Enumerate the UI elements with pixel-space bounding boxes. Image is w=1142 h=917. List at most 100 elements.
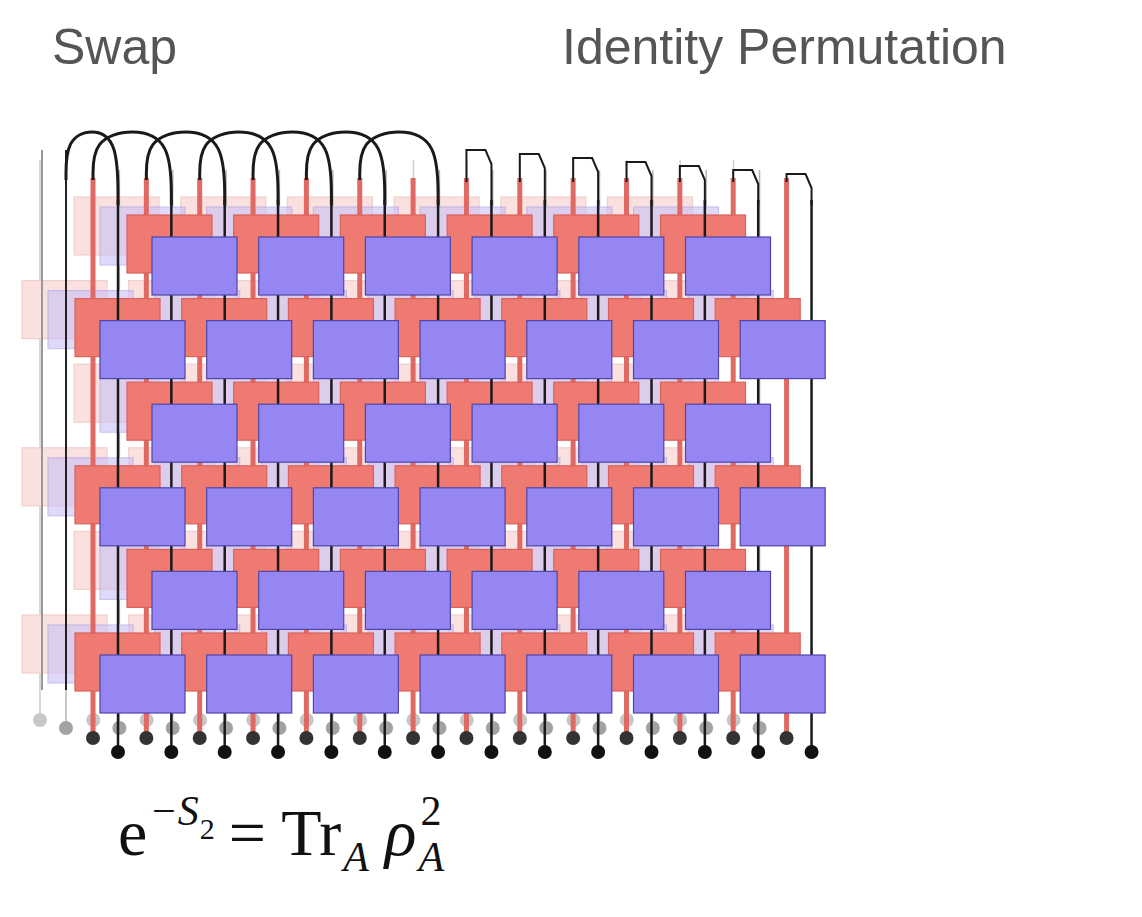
unitary-gate xyxy=(472,237,557,295)
swap-arc xyxy=(146,132,224,205)
top-contractions xyxy=(66,132,812,205)
initial-state-dot xyxy=(324,745,338,759)
swap-arc xyxy=(360,132,438,205)
swap-arc xyxy=(200,132,278,205)
initial-state-dot xyxy=(33,713,47,727)
initial-state-dot xyxy=(246,731,260,745)
initial-state-dot xyxy=(112,721,126,735)
unitary-gate xyxy=(579,237,664,295)
unitary-gate xyxy=(420,655,505,713)
unitary-gate xyxy=(259,237,344,295)
unitary-gate xyxy=(313,655,398,713)
initial-state-dot xyxy=(780,731,794,745)
unitary-gate xyxy=(634,655,719,713)
identity-bracket xyxy=(466,150,491,205)
initial-state-dot xyxy=(646,721,660,735)
identity-bracket xyxy=(573,158,598,205)
initial-state-dot xyxy=(753,721,767,735)
initial-state-dot xyxy=(593,721,607,735)
red-layer xyxy=(75,178,800,745)
swap-arc xyxy=(306,132,384,205)
initial-state-dot xyxy=(86,731,100,745)
heading-label: Swap xyxy=(52,22,177,72)
initial-state-dot xyxy=(726,731,740,745)
initial-state-dot xyxy=(645,745,659,759)
identity-bracket xyxy=(627,162,652,205)
unitary-gate xyxy=(527,488,612,546)
initial-state-dot xyxy=(513,731,527,745)
initial-state-dot xyxy=(164,745,178,759)
heading-label: Identity Permutation xyxy=(562,22,1007,72)
unitary-gate xyxy=(527,655,612,713)
initial-state-dot xyxy=(193,731,207,745)
unitary-gate xyxy=(420,488,505,546)
unitary-gate xyxy=(259,571,344,629)
unitary-gate xyxy=(686,404,771,462)
initial-state-dot xyxy=(219,721,233,735)
unitary-gate xyxy=(100,321,185,379)
unitary-gate xyxy=(365,571,450,629)
unitary-gate xyxy=(740,488,825,546)
formula-part: = Tr xyxy=(229,800,342,866)
unitary-gate xyxy=(207,655,292,713)
trace-line xyxy=(65,150,67,690)
initial-state-dot xyxy=(139,731,153,745)
initial-state-dot xyxy=(698,745,712,759)
unitary-gate xyxy=(313,321,398,379)
initial-state-dot xyxy=(484,745,498,759)
formula-part: 2 xyxy=(421,790,442,832)
swap-arc xyxy=(253,132,331,205)
initial-state-dot xyxy=(406,731,420,745)
unitary-gate xyxy=(740,321,825,379)
formula: e−S2= TrAρA2 xyxy=(118,800,442,866)
initial-state-dot xyxy=(218,745,232,759)
initial-state-dot xyxy=(379,721,393,735)
unitary-gate xyxy=(527,321,612,379)
unitary-gate xyxy=(472,404,557,462)
initial-state-dot xyxy=(272,721,286,735)
initial-state-dot xyxy=(111,745,125,759)
back-lavender-layer xyxy=(48,170,773,735)
initial-state-dot xyxy=(486,721,500,735)
initial-state-dot xyxy=(751,745,765,759)
unitary-gate xyxy=(579,571,664,629)
initial-state-dot xyxy=(620,731,634,745)
identity-bracket xyxy=(520,154,545,205)
identity-bracket xyxy=(733,170,758,205)
unitary-gate xyxy=(686,571,771,629)
unitary-gate xyxy=(152,404,237,462)
unitary-gate xyxy=(686,237,771,295)
unitary-gate xyxy=(579,404,664,462)
unitary-gate xyxy=(152,571,237,629)
formula-part: 2 xyxy=(200,814,215,844)
initial-state-dot xyxy=(699,721,713,735)
formula-part: ρ xyxy=(385,800,417,866)
initial-state-dot xyxy=(432,721,446,735)
initial-state-dot xyxy=(271,745,285,759)
identity-bracket xyxy=(680,166,705,205)
formula-part: A xyxy=(343,836,369,878)
formula-part: A xyxy=(419,836,445,878)
swap-arc xyxy=(93,132,171,205)
unitary-gate xyxy=(100,655,185,713)
initial-state-dot xyxy=(673,731,687,745)
initial-state-dot xyxy=(378,745,392,759)
initial-state-dot xyxy=(166,721,180,735)
initial-state-dot xyxy=(538,745,552,759)
initial-state-dot xyxy=(539,721,553,735)
initial-state-dot xyxy=(326,721,340,735)
formula-part: −S xyxy=(149,790,198,832)
unitary-gate xyxy=(259,404,344,462)
identity-bracket xyxy=(787,174,812,205)
unitary-gate xyxy=(420,321,505,379)
initial-state-dot xyxy=(299,731,313,745)
unitary-gate xyxy=(100,488,185,546)
unitary-gate xyxy=(365,404,450,462)
unitary-gate xyxy=(740,655,825,713)
unitary-gate xyxy=(634,488,719,546)
trace-lines xyxy=(42,150,66,690)
initial-state-dot xyxy=(591,745,605,759)
unitary-gate xyxy=(634,321,719,379)
unitary-gate xyxy=(313,488,398,546)
